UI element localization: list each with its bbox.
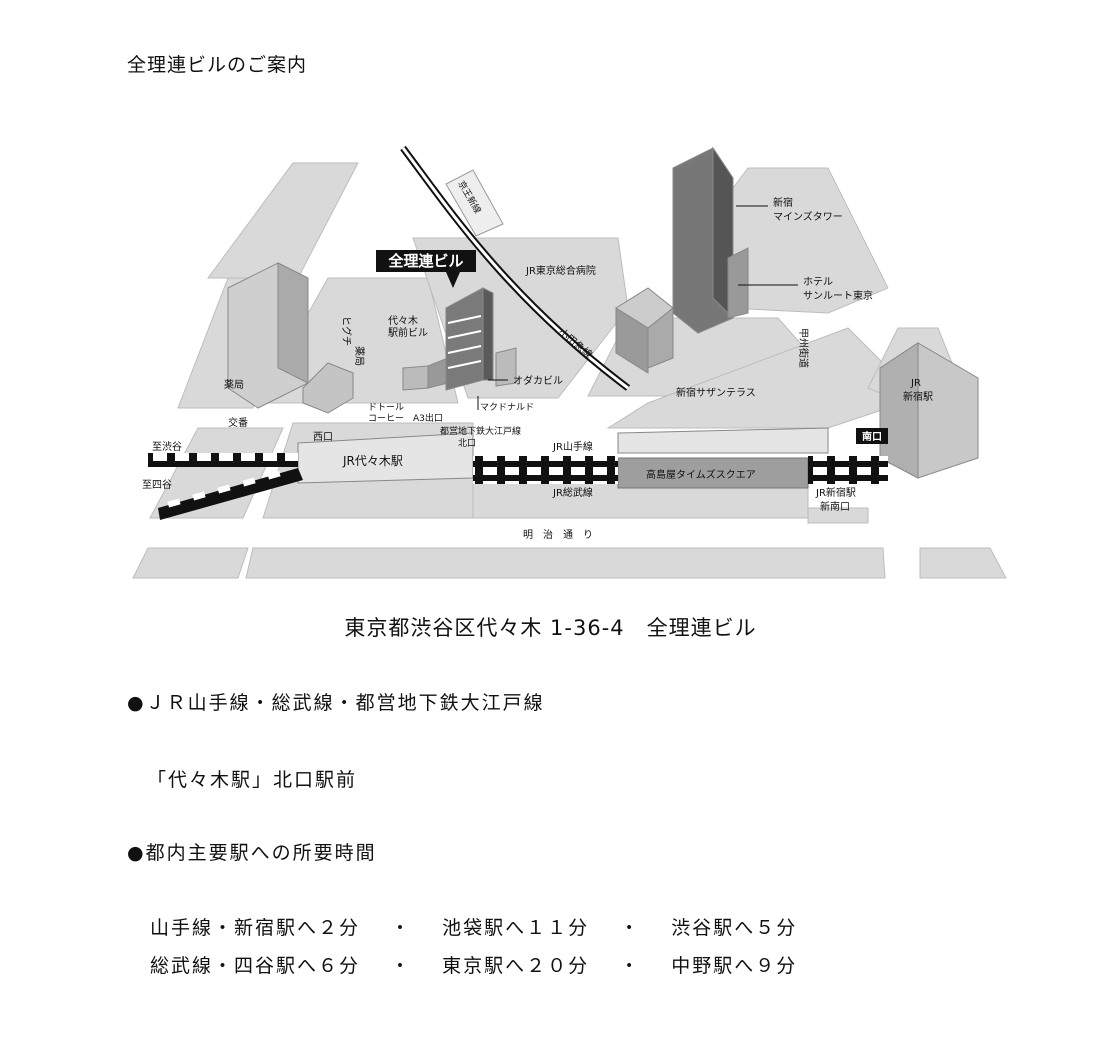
south-exit-badge bbox=[856, 428, 888, 444]
map-svg: 全理連ビル 南口 至渋谷 至四谷 薬局 交番 西口 JR代々木駅 ヒグチ 薬局 … bbox=[132, 145, 1007, 579]
block-sw bbox=[132, 547, 249, 579]
label-sobu: JR総武線 bbox=[552, 486, 593, 499]
small-building bbox=[302, 362, 354, 414]
separator: ・ bbox=[390, 955, 412, 977]
label-jr-shinjuku-1: JR bbox=[910, 378, 921, 389]
track-shibuya bbox=[148, 453, 298, 467]
time-tokyo: 東京駅へ２０分 bbox=[442, 955, 590, 977]
label-takashimaya: 高島屋タイムズスクエア bbox=[646, 468, 756, 481]
time-row-1: 山手線・新宿駅へ２分 ・ 池袋駅へ１１分 ・ 渋谷駅へ５分 bbox=[150, 913, 797, 940]
label-doutor-2: コーヒー bbox=[368, 413, 404, 424]
time-yamanote-shinjuku: 山手線・新宿駅へ２分 bbox=[150, 917, 361, 939]
label-doutor-1: ドトール bbox=[368, 403, 404, 413]
zenriren-badge bbox=[376, 250, 476, 272]
meiji-block bbox=[245, 547, 886, 579]
block-north-west bbox=[207, 162, 359, 279]
map-building-label: 全理連ビル bbox=[387, 252, 463, 270]
label-police-box: 交番 bbox=[228, 416, 248, 429]
label-oedo-1: 都営地下鉄大江戸線 bbox=[440, 425, 521, 437]
access-map: 全理連ビル 南口 至渋谷 至四谷 薬局 交番 西口 JR代々木駅 ヒグチ 薬局 … bbox=[128, 128, 1008, 598]
time-row-2: 総武線・四谷駅へ６分 ・ 東京駅へ２０分 ・ 中野駅へ９分 bbox=[150, 951, 797, 978]
label-yotsuya: 至四谷 bbox=[142, 479, 172, 491]
yamanote-station bbox=[617, 427, 829, 454]
label-pharmacy: 薬局 bbox=[224, 379, 244, 391]
time-nakano: 中野駅へ９分 bbox=[671, 955, 798, 977]
block-shinjuku-south bbox=[807, 507, 869, 524]
station-info: 「代々木駅」北口駅前 bbox=[147, 769, 358, 791]
label-higuchi-2: 薬局 bbox=[353, 346, 365, 366]
label-hotel-1: ホテル bbox=[803, 276, 833, 288]
label-mines-1: 新宿 bbox=[773, 196, 793, 209]
label-hotel-2: サンルート東京 bbox=[803, 289, 873, 302]
label-yamanote: JR山手線 bbox=[552, 440, 593, 453]
label-meiji: 明 治 通 り bbox=[523, 528, 593, 541]
label-shinjuku-new-1: JR新宿駅 bbox=[815, 486, 856, 499]
label-odagawa: オダカビル bbox=[513, 374, 563, 387]
time-sobu-yotsuya: 総武線・四谷駅へ６分 bbox=[150, 955, 361, 977]
label-higuchi-1: ヒグチ bbox=[340, 316, 353, 346]
label-mcd: マクドナルド bbox=[480, 402, 534, 413]
time-shibuya: 渋谷駅へ５分 bbox=[671, 917, 798, 939]
label-yoyogi-station: JR代々木駅 bbox=[342, 454, 403, 468]
label-hospital: JR東京総合病院 bbox=[525, 264, 596, 277]
block-se bbox=[919, 547, 1007, 579]
keio-box bbox=[445, 169, 504, 237]
south-exit-label: 南口 bbox=[862, 430, 882, 443]
label-shinjuku-new-2: 新南口 bbox=[820, 500, 850, 513]
track-sobu bbox=[473, 456, 618, 484]
label-west-exit: 西口 bbox=[313, 432, 333, 443]
label-jr-shinjuku-2: 新宿駅 bbox=[903, 390, 933, 403]
lines-heading: ●ＪＲ山手線・総武線・都営地下鉄大江戸線 bbox=[127, 692, 545, 714]
label-koshu: 甲州街道 bbox=[797, 328, 810, 368]
track-yotsuya bbox=[158, 468, 303, 520]
times-heading: ●都内主要駅への所要時間 bbox=[127, 842, 377, 864]
separator: ・ bbox=[390, 917, 412, 939]
time-ikebukuro: 池袋駅へ１１分 bbox=[442, 917, 590, 939]
label-terrace: 新宿サザンテラス bbox=[676, 386, 756, 399]
label-mines-2: マインズタワー bbox=[773, 210, 843, 223]
track-shinjuku bbox=[808, 456, 888, 484]
separator: ・ bbox=[619, 917, 641, 939]
label-oedo-2: 北口 bbox=[458, 438, 476, 449]
label-a3: A3出口 bbox=[413, 412, 443, 424]
label-yoyogi-mae-2: 駅前ビル bbox=[388, 326, 428, 339]
address: 東京都渋谷区代々木 1-36-4 全理連ビル bbox=[344, 616, 757, 640]
label-yoyogi-mae-1: 代々木 bbox=[388, 315, 418, 327]
separator: ・ bbox=[619, 955, 641, 977]
page-title: 全理連ビルのご案内 bbox=[127, 54, 308, 76]
label-shibuya: 至渋谷 bbox=[152, 440, 182, 453]
